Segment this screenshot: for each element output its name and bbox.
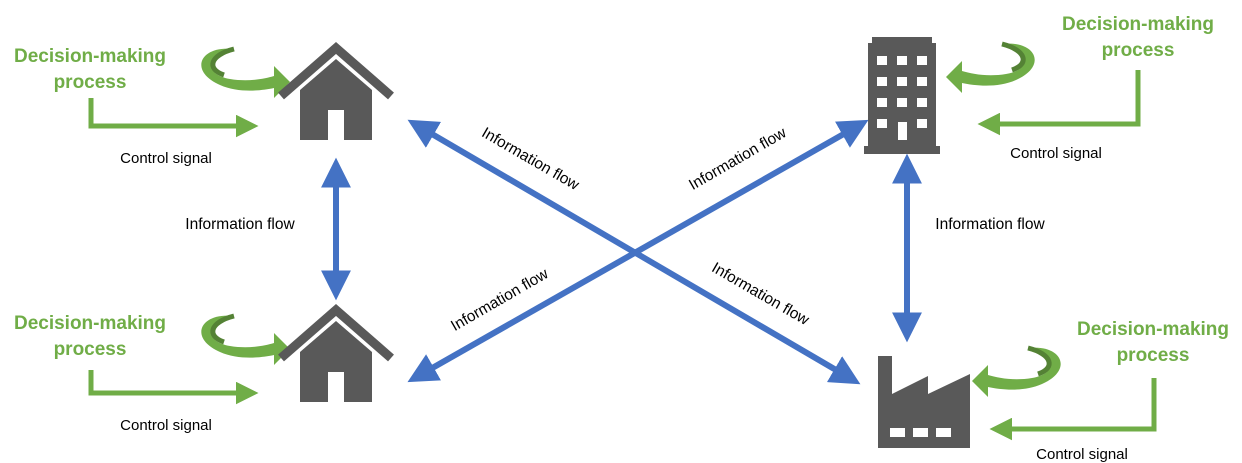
control-arrow-top-left — [88, 98, 259, 138]
house-icon — [281, 310, 391, 402]
decision-label-top-left-line2: process — [54, 72, 127, 93]
info-flow-label-diag-lower-left: Information flow — [448, 265, 552, 335]
factory-icon — [878, 356, 970, 448]
house-icon — [281, 48, 391, 140]
control-signal-label-bottom-left: Control signal — [120, 417, 212, 434]
decision-label-bottom-left-line1: Decision-making — [14, 313, 166, 334]
info-flow-label-right: Information flow — [935, 216, 1045, 233]
circular-arrow-icon — [946, 44, 1035, 93]
info-flow-label-diag-upper-right: Information flow — [686, 124, 790, 194]
info-flow-label-left: Information flow — [185, 216, 295, 233]
info-flow-label-diag-lower-right: Information flow — [709, 259, 813, 329]
control-arrow-bottom-right — [989, 378, 1157, 441]
info-flow-label-diag-upper-left: Information flow — [479, 124, 583, 194]
circular-arrow-icon — [201, 316, 290, 365]
circular-arrow-icon — [972, 348, 1061, 397]
control-signal-label-top-right: Control signal — [1010, 145, 1102, 162]
decision-label-top-left-line1: Decision-making — [14, 46, 166, 67]
decision-label-top-right-line2: process — [1102, 40, 1175, 61]
info-arrow-diagonal-up — [407, 119, 869, 383]
control-arrow-bottom-left — [88, 370, 259, 405]
decision-label-top-right-line1: Decision-making — [1062, 14, 1214, 35]
decision-label-bottom-left-line2: process — [54, 339, 127, 360]
decision-label-bottom-right-line1: Decision-making — [1077, 319, 1229, 340]
control-arrow-top-right — [977, 70, 1141, 136]
control-signal-label-bottom-right: Control signal — [1036, 446, 1128, 463]
circular-arrow-icon — [201, 49, 290, 98]
control-signal-label-top-left: Control signal — [120, 150, 212, 167]
office-building-icon — [864, 37, 940, 154]
decision-label-bottom-right-line2: process — [1117, 345, 1190, 366]
